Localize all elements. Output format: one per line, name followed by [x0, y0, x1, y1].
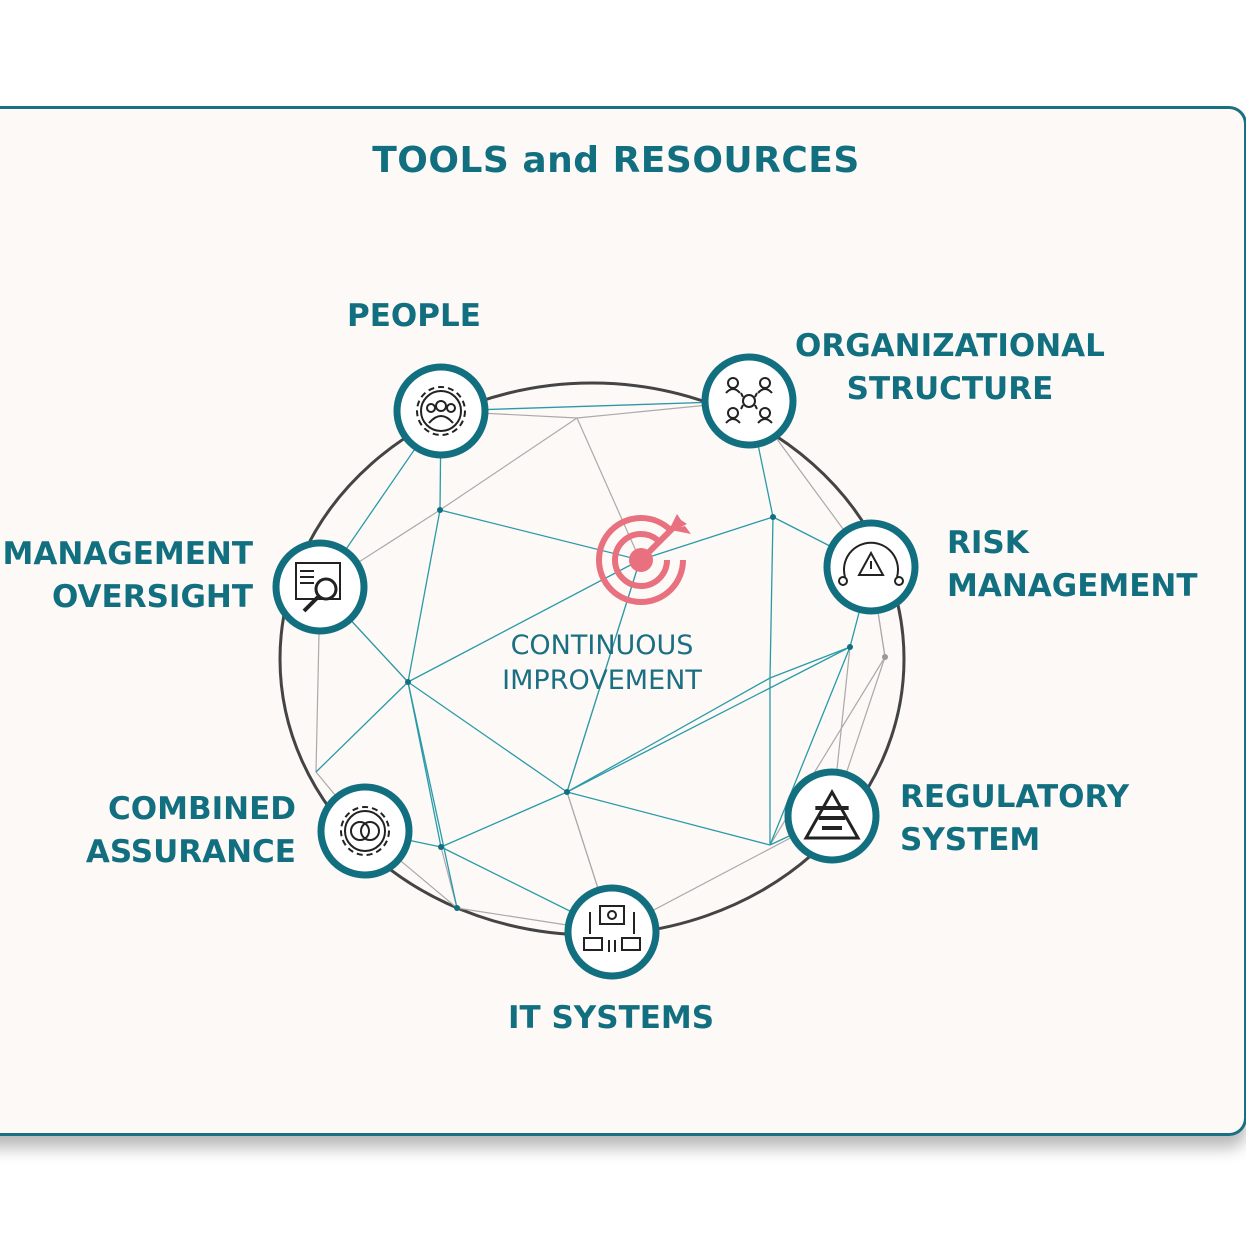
- network-node-dot: [438, 844, 444, 850]
- network-node-dot: [882, 654, 888, 660]
- network-line: [769, 646, 851, 679]
- gauge-arc: [843, 541, 899, 578]
- pyramid-outline: [803, 788, 861, 840]
- gear-teeth: [416, 386, 466, 436]
- network-line: [639, 516, 774, 561]
- monitor: [599, 905, 625, 925]
- arrow-fletching: [667, 514, 691, 534]
- shoulders: [428, 415, 454, 424]
- network-line: [407, 681, 568, 793]
- risk-gauge-icon: [823, 519, 919, 615]
- hub: [742, 394, 756, 408]
- network-line: [439, 417, 578, 511]
- network-line: [566, 677, 771, 793]
- network-node-dot: [770, 514, 776, 520]
- shoulders: [725, 418, 741, 424]
- network-node-dot: [405, 679, 411, 685]
- ring: [350, 821, 370, 841]
- gear-body: [420, 390, 462, 432]
- shoulders: [757, 388, 773, 394]
- target-ring-inner: [612, 531, 670, 589]
- person: [426, 403, 436, 413]
- target-arrow-icon: [596, 514, 691, 605]
- network-line: [769, 646, 851, 846]
- gear-body: [344, 810, 386, 852]
- target-ring-outer: [596, 515, 686, 605]
- gear: [607, 910, 617, 920]
- ring: [360, 821, 380, 841]
- network-node-dot: [454, 905, 460, 911]
- node-circle: [317, 783, 413, 879]
- network-line: [439, 509, 641, 561]
- network-node-dot: [847, 644, 853, 650]
- node-circle: [701, 353, 797, 449]
- document-magnifier-icon: [272, 539, 368, 635]
- pyramid-icon: [784, 768, 880, 864]
- gear-people-icon: [393, 363, 489, 459]
- network-node-dot: [564, 789, 570, 795]
- gear-rings-icon: [317, 783, 413, 879]
- links: [740, 392, 758, 410]
- network-node-dot: [437, 507, 443, 513]
- shoulders: [725, 388, 741, 394]
- person: [435, 400, 447, 412]
- label-it-systems: IT SYSTEMS: [508, 1000, 715, 1036]
- dial: [894, 576, 904, 586]
- network-line: [769, 516, 774, 679]
- dial: [838, 576, 848, 586]
- network-line: [407, 509, 441, 683]
- computer-network-icon: [564, 884, 660, 980]
- network-line: [407, 681, 458, 909]
- page-title: TOOLS and RESOURCES: [372, 140, 860, 181]
- network-line: [566, 791, 771, 846]
- label-people: PEOPLE: [347, 298, 481, 334]
- person: [446, 403, 456, 413]
- network-line: [440, 791, 568, 848]
- network-line: [566, 646, 851, 793]
- node-circle: [564, 884, 660, 980]
- magnifier-lens: [314, 577, 338, 601]
- magnifier-handle: [302, 595, 320, 613]
- org-chart-icon: [701, 353, 797, 449]
- network-line: [440, 400, 750, 412]
- warning-triangle: [857, 550, 885, 576]
- gear-teeth: [340, 806, 390, 856]
- network-line: [315, 681, 409, 773]
- shoulders: [757, 418, 773, 424]
- laptop: [621, 937, 641, 951]
- laptop: [583, 937, 603, 951]
- arrows: [589, 912, 635, 952]
